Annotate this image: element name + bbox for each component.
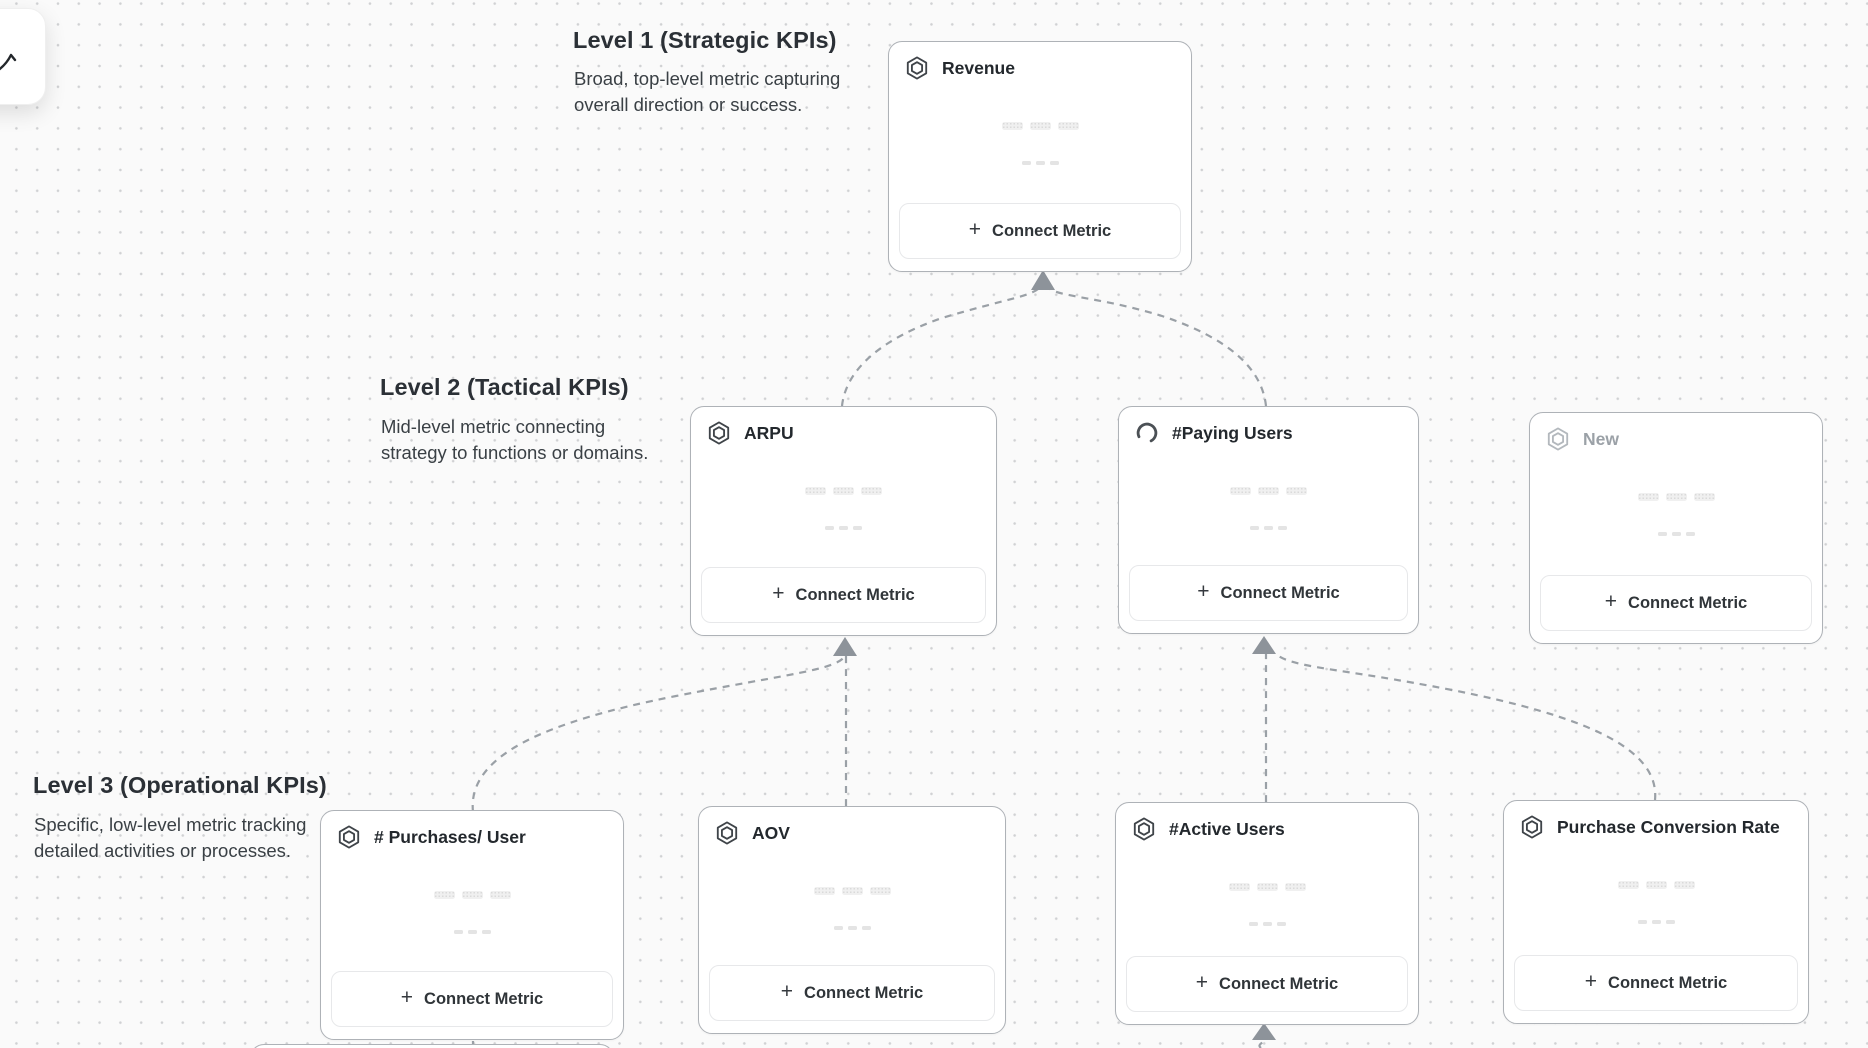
metric-card-partial-offscreen[interactable]: [250, 1044, 614, 1048]
metric-card-active-users[interactable]: #Active Users + Connect Metric: [1115, 802, 1419, 1025]
level-2-heading: Level 2 (Tactical KPIs): [380, 374, 629, 400]
connect-metric-label: Connect Metric: [424, 989, 544, 1008]
level-3-heading: Level 3 (Operational KPIs): [33, 772, 327, 798]
skeleton-placeholder-small: [889, 161, 1191, 165]
metric-card-title: AOV: [752, 822, 790, 843]
plus-icon: +: [400, 986, 414, 1009]
metric-card-title: # Purchases/ User: [374, 826, 526, 847]
loading-spinner-icon: [1134, 420, 1160, 446]
hexagon-metric-icon: [706, 420, 732, 446]
connect-metric-label: Connect Metric: [1628, 593, 1748, 612]
connect-metric-label: Connect Metric: [804, 983, 924, 1002]
connect-metric-button[interactable]: + Connect Metric: [1129, 565, 1408, 621]
skeleton-placeholder-small: [691, 526, 996, 530]
connect-metric-label: Connect Metric: [1219, 974, 1339, 993]
level-2-description: Mid-level metric connecting strategy to …: [381, 416, 649, 463]
metric-card-title: Purchase Conversion Rate: [1557, 816, 1780, 837]
skeleton-placeholder: [321, 891, 623, 899]
skeleton-placeholder-small: [321, 930, 623, 934]
skeleton-placeholder: [1119, 487, 1418, 495]
arrowhead-into-revenue: [1031, 270, 1055, 290]
metric-card-purchase-conversion-rate[interactable]: Purchase Conversion Rate + Connect Metri…: [1503, 800, 1809, 1024]
level-3-description: Specific, low-level metric tracking deta…: [34, 814, 307, 861]
plus-icon: +: [1197, 580, 1210, 603]
connect-metric-button[interactable]: + Connect Metric: [331, 971, 613, 1027]
skeleton-placeholder-small: [1530, 532, 1822, 536]
arrowhead-into-paying-users: [1252, 636, 1276, 654]
metric-card-arpu[interactable]: ARPU + Connect Metric: [690, 406, 997, 636]
skeleton-placeholder-small: [1119, 526, 1418, 530]
arrowhead-into-active-users: [1252, 1023, 1276, 1040]
plus-icon: +: [780, 980, 794, 1003]
arrowhead-into-arpu: [833, 637, 857, 656]
skeleton-placeholder-small: [1504, 920, 1808, 924]
cursor-tool-icon: [0, 53, 17, 71]
connect-metric-button[interactable]: + Connect Metric: [701, 567, 986, 623]
plus-icon: +: [1195, 971, 1209, 994]
plus-icon: +: [1584, 970, 1598, 993]
level-1-description: Broad, top-level metric capturing overal…: [574, 68, 841, 115]
hexagon-metric-icon: [904, 55, 930, 81]
hexagon-metric-icon: [336, 824, 362, 850]
connect-metric-button[interactable]: + Connect Metric: [899, 203, 1181, 259]
level-1-heading: Level 1 (Strategic KPIs): [573, 27, 837, 53]
skeleton-placeholder: [691, 487, 996, 495]
connect-metric-button[interactable]: + Connect Metric: [1126, 956, 1408, 1012]
plus-icon: +: [968, 218, 982, 241]
metric-card-title: #Paying Users: [1172, 422, 1293, 443]
plus-icon: +: [772, 582, 785, 605]
floating-toolbar-panel[interactable]: [0, 8, 46, 105]
skeleton-placeholder: [1504, 881, 1808, 889]
metric-card-purchases-per-user[interactable]: # Purchases/ User + Connect Metric: [320, 810, 624, 1040]
skeleton-placeholder: [699, 887, 1005, 895]
connect-metric-button[interactable]: + Connect Metric: [1514, 955, 1798, 1011]
metric-card-paying-users[interactable]: #Paying Users + Connect Metric: [1118, 406, 1419, 634]
metric-card-aov[interactable]: AOV + Connect Metric: [698, 806, 1006, 1034]
skeleton-placeholder: [1530, 493, 1822, 501]
skeleton-placeholder: [1116, 883, 1418, 891]
skeleton-placeholder-small: [699, 926, 1005, 930]
skeleton-placeholder: [889, 122, 1191, 130]
connect-metric-label: Connect Metric: [795, 585, 915, 604]
connect-metric-button[interactable]: + Connect Metric: [709, 965, 995, 1021]
connect-metric-label: Connect Metric: [1608, 973, 1728, 992]
metric-card-title: Revenue: [942, 57, 1015, 78]
hexagon-metric-icon: [714, 820, 740, 846]
connect-metric-button[interactable]: + Connect Metric: [1540, 575, 1812, 631]
hexagon-metric-icon: [1131, 816, 1157, 842]
connect-metric-label: Connect Metric: [992, 221, 1112, 240]
hexagon-metric-icon: [1519, 814, 1545, 840]
metric-card-title: New: [1583, 428, 1619, 449]
metric-card-new[interactable]: New + Connect Metric: [1529, 412, 1823, 644]
metric-card-title: ARPU: [744, 422, 794, 443]
plus-icon: +: [1604, 590, 1618, 613]
hexagon-metric-icon: [1545, 426, 1571, 452]
metric-card-revenue[interactable]: Revenue + Connect Metric: [888, 41, 1192, 272]
skeleton-placeholder-small: [1116, 922, 1418, 926]
connect-metric-label: Connect Metric: [1220, 583, 1340, 602]
metric-card-title: #Active Users: [1169, 818, 1285, 839]
